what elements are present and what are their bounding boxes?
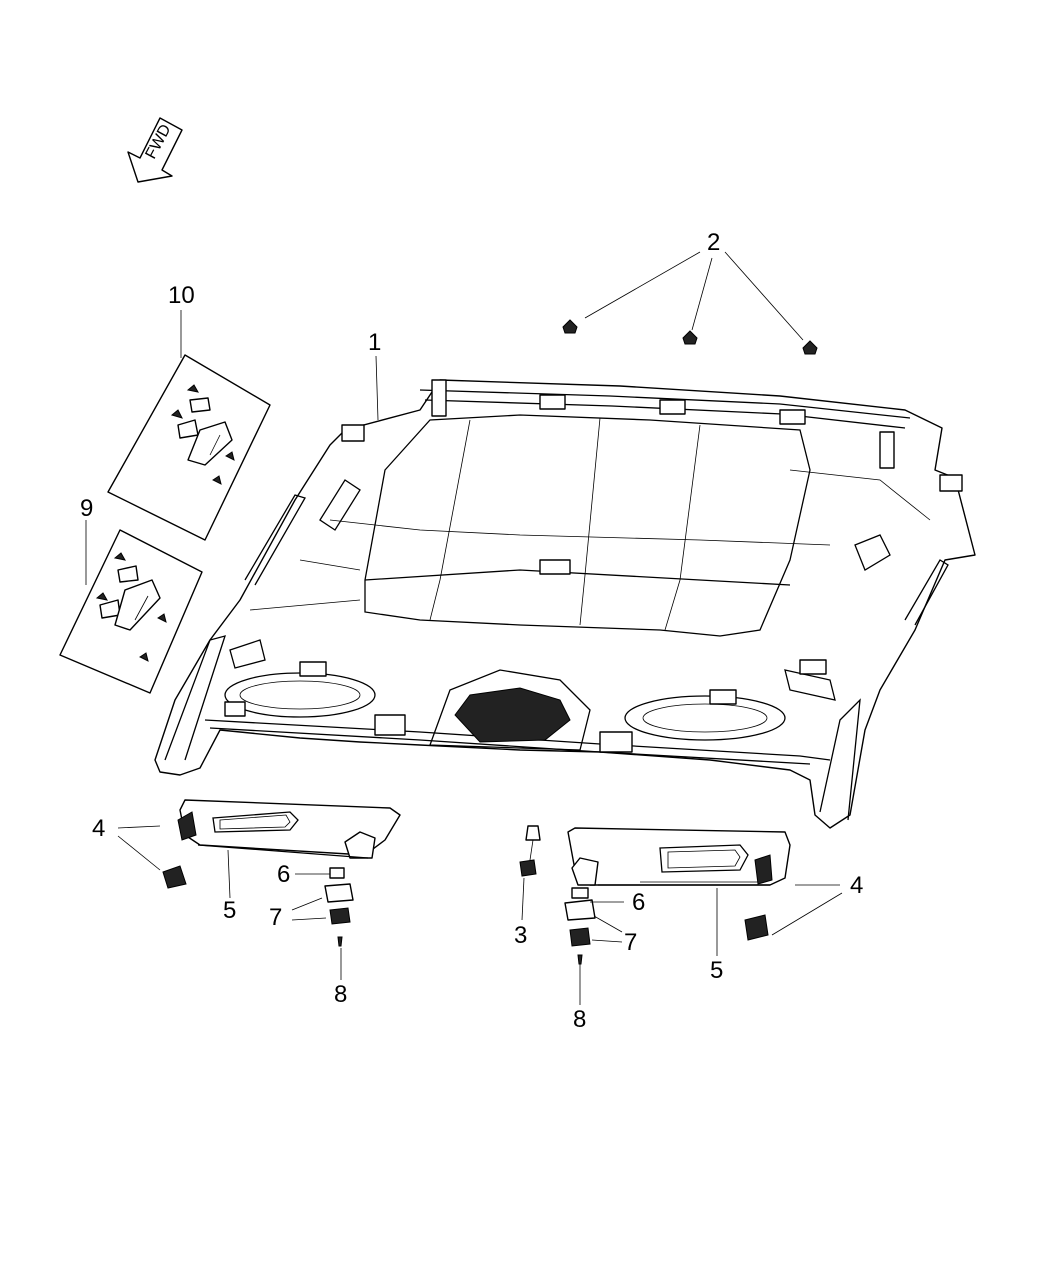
callout-5-right: 5 bbox=[710, 957, 723, 984]
headliner bbox=[154, 379, 976, 829]
callout-6-right: 6 bbox=[632, 889, 645, 916]
callout-6-left: 6 bbox=[277, 861, 290, 888]
callout-7-right: 7 bbox=[624, 929, 637, 956]
sun-visor-left bbox=[179, 799, 401, 859]
forward-arrow-icon: FWD bbox=[127, 117, 183, 183]
visor-pivot-left bbox=[162, 811, 197, 889]
headliner-clip-3 bbox=[802, 340, 818, 355]
grab-handle-kit-front bbox=[107, 354, 271, 541]
visor-pivot-right bbox=[744, 854, 773, 941]
callout-10: 10 bbox=[168, 282, 195, 309]
callout-7-left: 7 bbox=[269, 904, 282, 931]
headliner-clip-1 bbox=[562, 319, 578, 334]
callout-2: 2 bbox=[707, 229, 720, 256]
callout-3: 3 bbox=[514, 922, 527, 949]
callout-1: 1 bbox=[368, 329, 381, 356]
visor-clip-left bbox=[324, 867, 354, 947]
callout-4-right: 4 bbox=[850, 872, 863, 899]
callout-8-right: 8 bbox=[573, 1006, 586, 1033]
dome-lamp-bulb bbox=[519, 825, 541, 877]
leader-lines bbox=[85, 251, 843, 1005]
headliner-clip-2 bbox=[682, 330, 698, 345]
grab-handle-kit-rear bbox=[59, 529, 203, 694]
callout-8-left: 8 bbox=[334, 981, 347, 1008]
visor-clip-right bbox=[564, 887, 596, 965]
sun-visor-right bbox=[567, 827, 791, 886]
callout-5-left: 5 bbox=[223, 897, 236, 924]
callout-4-left: 4 bbox=[92, 815, 105, 842]
callout-9: 9 bbox=[80, 495, 93, 522]
